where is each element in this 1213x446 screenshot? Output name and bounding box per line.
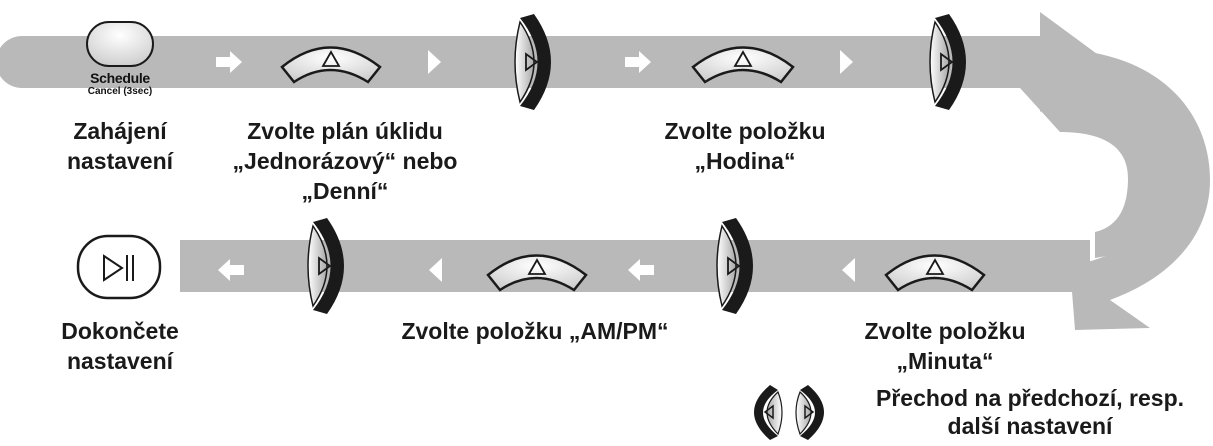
play-pause-glyph [103, 254, 124, 282]
step-minute-label: Zvolte položku„Minuta“ [864, 318, 1026, 374]
step-ampm-label: Zvolte položku „AM/PM“ [401, 318, 669, 344]
right-button-icon-1 [514, 14, 551, 110]
arrow-left-icon [218, 259, 244, 281]
flow-arrows [216, 50, 855, 282]
legend-label: Přechod na předchozí, resp.další nastave… [875, 385, 1185, 439]
right-button-icon-4 [716, 218, 753, 314]
arrow-right-icon [625, 51, 651, 73]
up-button-icon-3 [486, 254, 588, 292]
up-button-icon-4 [884, 254, 986, 292]
right-button-icon-3 [307, 218, 344, 314]
top-band [0, 12, 1108, 112]
right-button-icon-2 [929, 14, 966, 110]
step-plan-label: Zvolte plán úklidu„Jednorázový“ nebo„Den… [232, 118, 458, 204]
arrow-left-icon [628, 259, 654, 281]
schedule-button-icon [86, 21, 154, 67]
arrow-left-icon [429, 258, 442, 282]
schedule-button-label: Schedule [90, 70, 150, 86]
up-button-icon-1 [280, 46, 382, 84]
arrow-right-icon [840, 50, 853, 74]
u-turn-band [1020, 88, 1172, 258]
arrow-left-icon [842, 258, 855, 282]
step-hour-label: Zvolte položku„Hodina“ [664, 118, 826, 174]
arrow-right-icon [216, 51, 242, 73]
legend-left-right-buttons-icon [754, 385, 824, 440]
u-turn-outer [1065, 50, 1210, 330]
cancel-hint-label: Cancel (3sec) [87, 86, 153, 97]
arrow-right-icon [428, 50, 441, 74]
up-button-icon-2 [691, 46, 795, 84]
